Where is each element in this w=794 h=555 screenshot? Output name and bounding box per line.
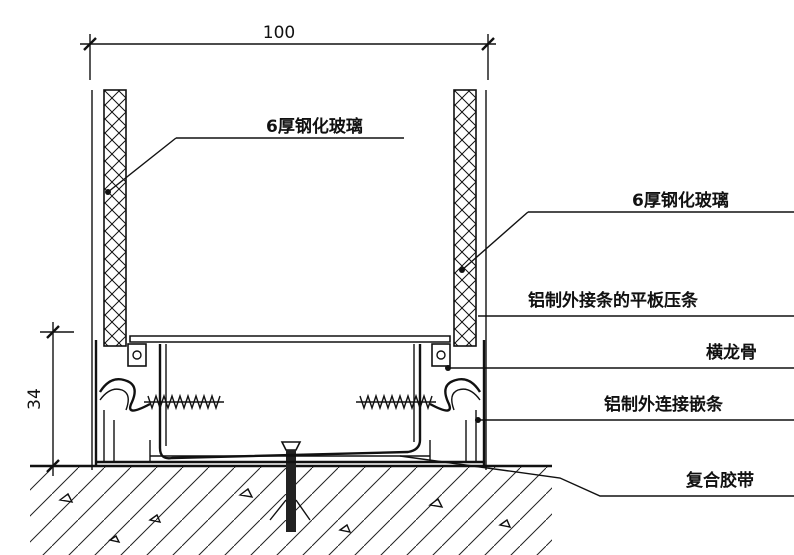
label-glass-right: 6厚钢化玻璃 <box>632 190 729 211</box>
right-glass-pane <box>453 89 487 470</box>
anchor-bolt <box>269 441 311 532</box>
width-dimension: 100 <box>80 23 496 80</box>
width-dimension-label: 100 <box>263 23 295 43</box>
height-dimension: 34 <box>25 322 74 476</box>
left-glass-pane <box>91 89 127 470</box>
label-inlay-strip: 铝制外连接嵌条 <box>604 394 724 415</box>
label-tape: 复合胶带 <box>685 470 754 491</box>
label-crossbar: 横龙骨 <box>706 342 757 363</box>
label-flat-strip: 铝制外接条的平板压条 <box>528 290 699 311</box>
aluminum-frame <box>94 335 486 466</box>
leader-lines <box>105 137 794 497</box>
label-glass-left: 6厚钢化玻璃 <box>266 116 363 137</box>
height-dimension-label: 34 <box>25 388 45 410</box>
